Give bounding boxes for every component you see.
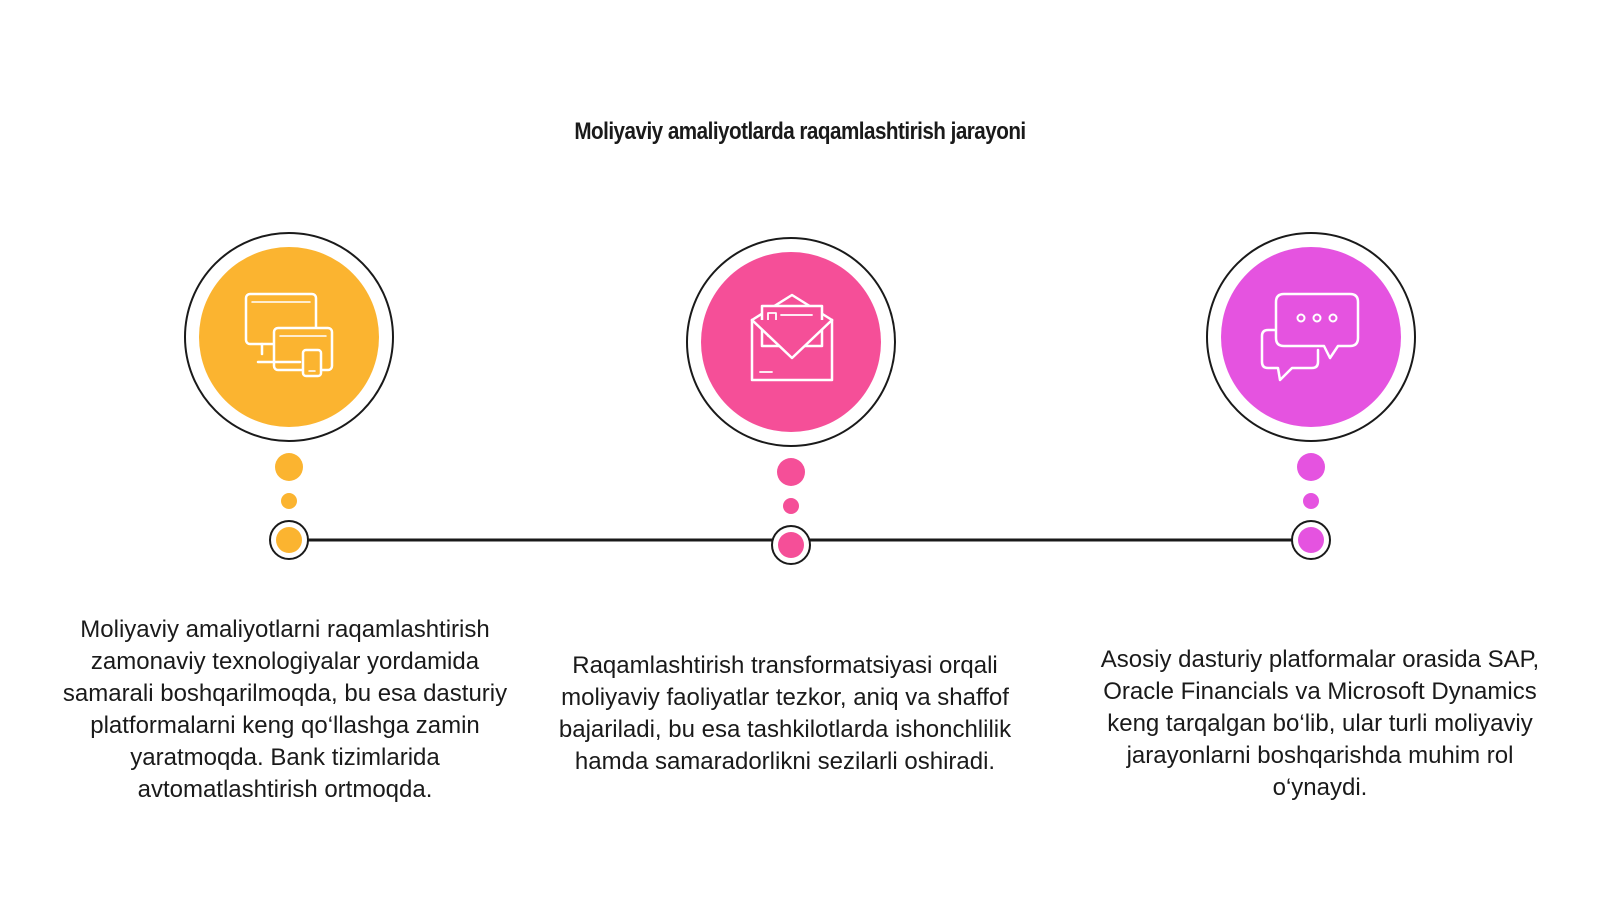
step-1-dot-small xyxy=(281,493,297,509)
step-2-dot-large xyxy=(777,458,805,486)
timeline-diagram xyxy=(184,232,1416,565)
step-3 xyxy=(1206,232,1416,560)
step-2-node xyxy=(778,532,804,558)
step-1-node xyxy=(276,527,302,553)
step-1 xyxy=(184,232,394,560)
step-1-description: Moliyaviy amaliyotlarni raqamlashtirish … xyxy=(62,616,508,803)
step-3-dot-large xyxy=(1297,453,1325,481)
step-3-description: Asosiy dasturiy platformalar orasida SAP… xyxy=(1100,646,1540,801)
step-2-dot-small xyxy=(783,498,799,514)
diagram-title: Moliyaviy amaliyotlarda raqamlashtirish … xyxy=(574,118,1026,145)
step-3-node xyxy=(1298,527,1324,553)
step-2-description: Raqamlashtirish transformatsiyasi orqali… xyxy=(558,652,1012,775)
step-1-dot-large xyxy=(275,453,303,481)
step-2 xyxy=(686,237,896,565)
step-3-dot-small xyxy=(1303,493,1319,509)
envelope-letter-icon xyxy=(750,293,834,382)
chat-bubbles-icon xyxy=(1260,292,1360,382)
devices-icon xyxy=(244,292,334,378)
